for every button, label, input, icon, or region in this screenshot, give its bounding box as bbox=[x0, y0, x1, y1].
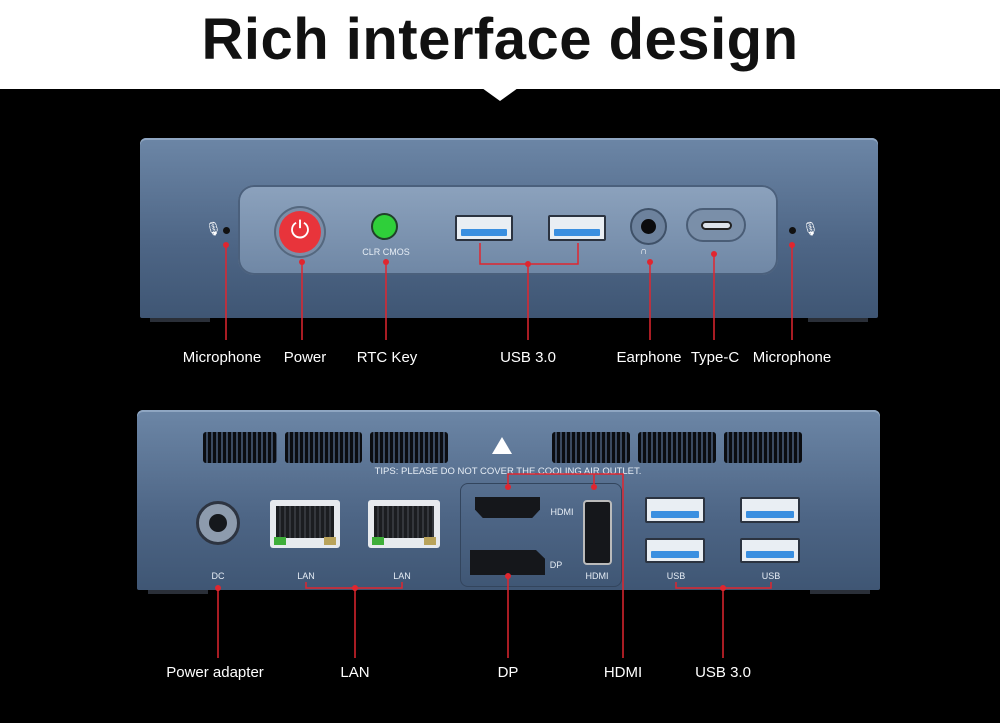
cooling-vent bbox=[552, 432, 630, 463]
front-usb-port-1 bbox=[455, 215, 513, 241]
callout-dot bbox=[711, 251, 717, 257]
clr-cmos-label: CLR CMOS bbox=[362, 247, 410, 257]
callout-dot bbox=[215, 585, 221, 591]
callout-dot bbox=[223, 242, 229, 248]
label-microphone-right: Microphone bbox=[752, 349, 832, 366]
lan-port-1 bbox=[270, 500, 340, 548]
rear-usb-port bbox=[645, 497, 705, 523]
hdmi-port-vertical bbox=[583, 500, 612, 565]
microphone-hole-left bbox=[223, 227, 230, 234]
cooling-vent bbox=[285, 432, 362, 463]
callout-dot bbox=[352, 585, 358, 591]
video-port-group bbox=[460, 483, 622, 587]
usb-port-label: USB bbox=[666, 571, 686, 581]
type-c-port bbox=[686, 208, 746, 242]
rear-usb-port bbox=[740, 538, 800, 563]
label-power: Power bbox=[283, 349, 327, 366]
warning-icon bbox=[492, 437, 512, 454]
front-foot-left bbox=[150, 316, 210, 322]
callout-dot bbox=[505, 484, 511, 490]
dc-jack bbox=[196, 501, 240, 545]
microphone-icon: 🎙︎ bbox=[205, 221, 222, 236]
label-usb3-front: USB 3.0 bbox=[500, 349, 556, 366]
callout-line-hdmi bbox=[507, 473, 624, 658]
hdmi-port-label: HDMI bbox=[585, 571, 609, 581]
dc-port-label: DC bbox=[211, 571, 225, 581]
header-banner bbox=[0, 0, 1000, 89]
cooling-vent bbox=[724, 432, 802, 463]
power-icon: ⏻ bbox=[279, 211, 321, 253]
dp-port-label: DP bbox=[549, 560, 563, 570]
rear-foot-left bbox=[148, 588, 208, 594]
label-rtc-key: RTC Key bbox=[356, 349, 418, 366]
cooling-vent bbox=[370, 432, 448, 463]
lan-port-2 bbox=[368, 500, 440, 548]
callout-dot bbox=[647, 259, 653, 265]
callout-dot bbox=[505, 573, 511, 579]
label-dp: DP bbox=[497, 664, 519, 681]
rear-usb-port bbox=[740, 497, 800, 523]
headphone-icon: ∩ bbox=[640, 246, 648, 257]
callout-line-lan bbox=[305, 582, 403, 658]
cooling-vent bbox=[203, 432, 277, 463]
usb-port-label: USB bbox=[761, 571, 781, 581]
callout-line-usb-rear bbox=[675, 582, 772, 658]
lan-port-label: LAN bbox=[297, 571, 315, 581]
hdmi-port-label: HDMI bbox=[550, 507, 574, 517]
callout-dot bbox=[525, 261, 531, 267]
banner-pointer bbox=[482, 88, 518, 101]
callout-dot bbox=[383, 259, 389, 265]
callout-dot bbox=[720, 585, 726, 591]
microphone-hole-right bbox=[789, 227, 796, 234]
label-microphone-left: Microphone bbox=[182, 349, 262, 366]
callout-dot bbox=[789, 242, 795, 248]
rtc-key-button bbox=[371, 213, 398, 240]
microphone-icon: 🎙︎ bbox=[802, 221, 819, 236]
dp-port bbox=[470, 550, 545, 575]
callout-dot bbox=[591, 484, 597, 490]
rear-usb-port bbox=[645, 538, 705, 563]
lan-port-label: LAN bbox=[393, 571, 411, 581]
label-power-adapter: Power adapter bbox=[166, 664, 264, 681]
front-foot-right bbox=[808, 316, 868, 322]
rear-foot-right bbox=[810, 588, 870, 594]
cooling-vent bbox=[638, 432, 716, 463]
callout-dot bbox=[299, 259, 305, 265]
label-lan: LAN bbox=[340, 664, 370, 681]
callout-line-usb bbox=[479, 243, 579, 340]
label-hdmi: HDMI bbox=[603, 664, 643, 681]
label-earphone: Earphone bbox=[616, 349, 682, 366]
front-usb-port-2 bbox=[548, 215, 606, 241]
label-usb3-rear: USB 3.0 bbox=[695, 664, 751, 681]
earphone-jack bbox=[630, 208, 667, 245]
page-title: Rich interface design bbox=[201, 7, 799, 72]
hdmi-port-horizontal bbox=[475, 497, 540, 518]
tips-text: TIPS: PLEASE DO NOT COVER THE COOLING AI… bbox=[374, 466, 642, 477]
label-type-c: Type-C bbox=[690, 349, 740, 366]
